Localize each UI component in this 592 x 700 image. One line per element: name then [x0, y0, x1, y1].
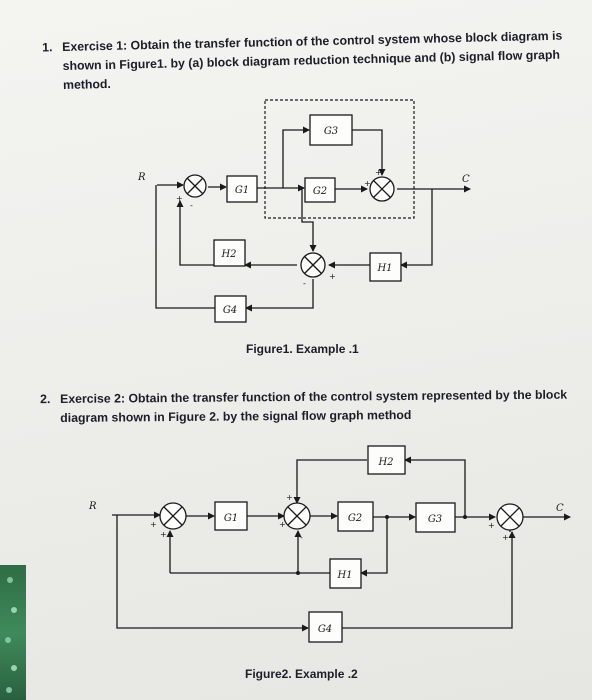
block-h2-label: H2 [220, 249, 236, 260]
figure-1-caption: Figure1. Example .1 [246, 342, 359, 356]
block-h1-label: H1 [376, 263, 392, 274]
fig1-sign: - [190, 201, 193, 210]
block-h1 [329, 558, 362, 589]
figure-1-diagram: G1 G2 G3 H1 H2 G4 R C + - + + + - [137, 99, 471, 323]
block-h2 [213, 239, 246, 267]
figure-2-caption: Figure2. Example .2 [245, 667, 358, 681]
block-g4 [308, 611, 343, 643]
exercise-2-statement: Exercise 2: Obtain the transfer function… [60, 387, 568, 425]
block-g4 [214, 295, 247, 323]
fig2-sign: + [160, 530, 167, 539]
exercise-2-number: 2. [40, 392, 51, 407]
fig2-sign: + [502, 533, 509, 542]
fig2-sign: + [279, 520, 286, 529]
fig2-sign: + [150, 520, 157, 529]
fig2-sign: - [300, 533, 303, 542]
block-g3 [309, 114, 353, 146]
block-g1-label: G1 [224, 513, 238, 524]
block-g1 [214, 501, 248, 531]
decorative-strip [0, 565, 26, 700]
fig1-sign: - [303, 279, 306, 288]
fig1-sign: + [364, 179, 371, 188]
fig1-sign: + [329, 272, 336, 281]
figure-2-input-label: R [88, 501, 97, 512]
block-h1-label: H1 [336, 570, 352, 581]
block-g2 [337, 501, 374, 532]
fig2-sign: + [286, 493, 293, 502]
block-h2 [367, 445, 406, 475]
block-g3 [415, 502, 456, 533]
block-h1 [369, 252, 402, 282]
fig2-sign: + [488, 521, 495, 530]
fig1-sign: + [176, 194, 183, 203]
block-g3-label: G3 [428, 514, 442, 525]
figure-2-output-label: C [556, 503, 564, 514]
exercise-2-text: 2. Exercise 2: Obtain the transfer funct… [40, 385, 580, 428]
block-g3-label: G3 [324, 126, 338, 137]
decorative-dots [5, 577, 17, 693]
block-g2 [304, 177, 336, 203]
block-g4-label: G4 [223, 305, 237, 316]
block-g2-label: G2 [348, 513, 362, 524]
block-g1-label: G1 [235, 185, 249, 196]
block-g1 [226, 175, 258, 203]
dashed-subsystem-box [264, 99, 415, 219]
block-h2-label: H2 [377, 457, 393, 468]
figure-1-output-label: C [462, 174, 470, 185]
block-g2-label: G2 [313, 186, 327, 197]
figure-2-diagram: G1 G2 G3 H2 H1 G4 R C + + + + - + + [88, 445, 571, 643]
fig1-sign: + [375, 168, 382, 177]
block-g4-label: G4 [318, 624, 332, 635]
figure-1-input-label: R [137, 172, 146, 183]
